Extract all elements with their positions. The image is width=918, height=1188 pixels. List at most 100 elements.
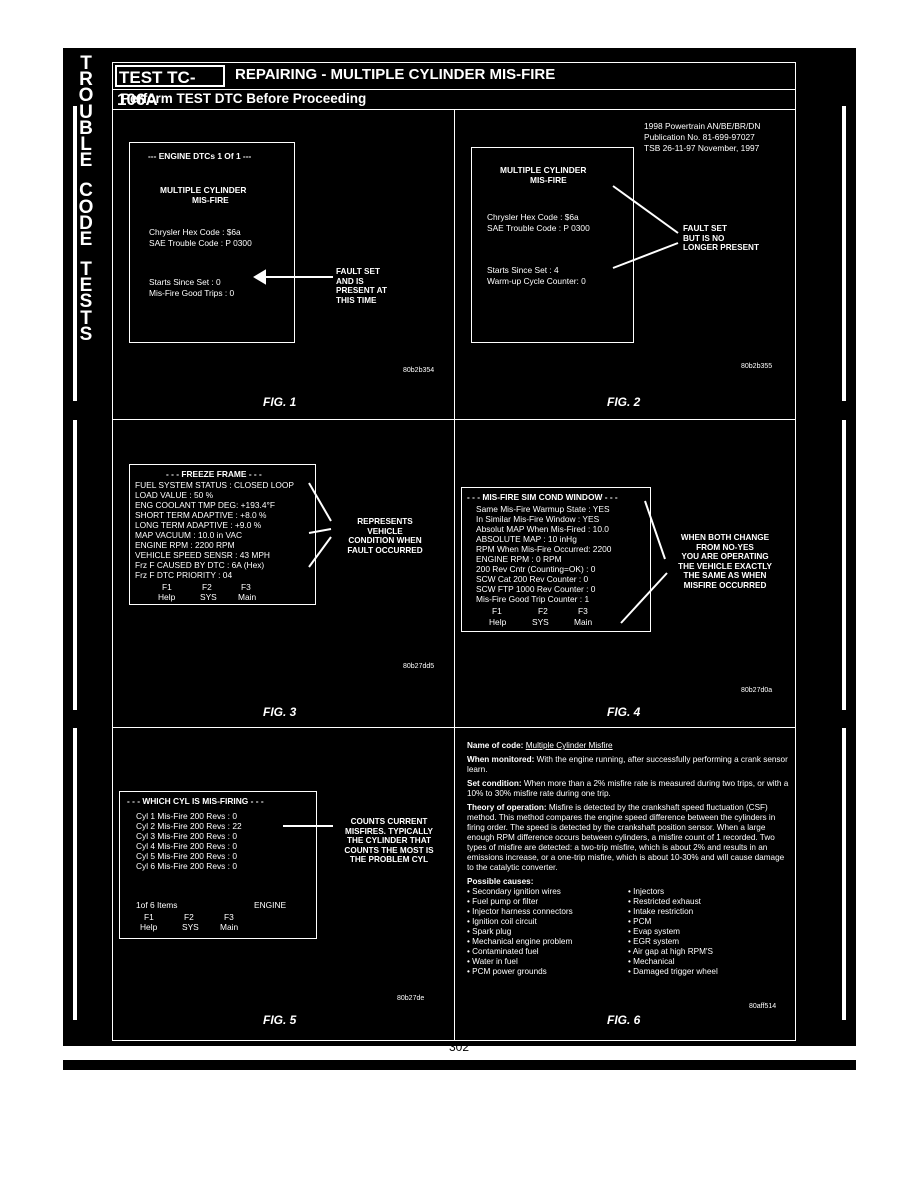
- fig3-screen-title: - - - FREEZE FRAME - - -: [166, 469, 262, 479]
- fig3-image-code: 80b27dd5: [403, 663, 435, 670]
- right-edge-bar: [842, 420, 846, 710]
- fig3-key-label-main: Main: [238, 592, 257, 602]
- list-item: • Damaged trigger wheel: [628, 967, 718, 976]
- fig1-screen-title: --- ENGINE DTCs 1 Of 1 ---: [148, 151, 252, 161]
- fig3-screen-line: MAP VACUUM : 10.0 in VAC: [135, 530, 243, 540]
- fig4-callout-line: FROM NO-YES: [696, 542, 754, 552]
- fig5-screen-line: Cyl 4 Mis-Fire 200 Revs : 0: [136, 841, 237, 851]
- fig4-key-label-main: Main: [574, 617, 593, 627]
- fig2-scan-screen: MULTIPLE CYLINDER MIS-FIRE Chrysler Hex …: [471, 147, 634, 343]
- fig4-screen-title: - - - MIS-FIRE SIM COND WINDOW - - -: [467, 492, 618, 502]
- fig6-theory: Theory of operation: Misfire is detected…: [467, 803, 789, 873]
- fig4-screen-line: ABSOLUTE MAP : 10 inHg: [476, 534, 577, 544]
- fig4-screen-line: SCW FTP 1000 Rev Counter : 0: [476, 584, 596, 594]
- fig2-publication-line: Publication No. 81-699-97027: [644, 132, 755, 142]
- column-divider: [454, 109, 455, 1040]
- side-letter: E: [79, 150, 93, 172]
- fig2-screen-line: Chrysler Hex Code : $6a: [487, 212, 579, 222]
- list-item: • EGR system: [628, 937, 680, 946]
- fig3-screen-line: ENG COOLANT TMP DEG: +193.4°F: [135, 500, 275, 510]
- fig1-callout: FAULT SET AND IS PRESENT AT THIS TIME: [336, 267, 387, 305]
- fig5-callout-line: COUNTS CURRENT: [350, 817, 428, 826]
- fig6-causes-right: • Injectors • Restricted exhaust • Intak…: [628, 887, 789, 977]
- fig5-screen-title: - - - WHICH CYL IS MIS-FIRING - - -: [127, 796, 264, 806]
- fig3-arrow-2: [308, 528, 332, 534]
- fig5-engine-label: ENGINE: [254, 900, 287, 910]
- fig4-key-label-sys: SYS: [532, 617, 549, 627]
- fig2-arrow-upper: [612, 185, 679, 234]
- fig1-arrow-head: [253, 269, 266, 285]
- fig5-key-f1: F1: [144, 912, 154, 922]
- fig6-causes-label: Possible causes:: [467, 877, 534, 886]
- fig6-name-of-code: Name of code: Multiple Cylinder Misfire: [467, 741, 789, 751]
- list-item: • Contaminated fuel: [467, 947, 539, 956]
- fig5-key-label-main: Main: [220, 922, 239, 932]
- fig3-callout-line: REPRESENTS: [357, 517, 413, 526]
- left-edge-bar: [73, 420, 77, 710]
- fig5-key-label-sys: SYS: [182, 922, 199, 932]
- fig3-key-f3: F3: [241, 582, 251, 592]
- fig6-set-condition: Set condition: When more than a 2% misfi…: [467, 779, 789, 799]
- fig6-theory-label: Theory of operation:: [467, 803, 547, 812]
- list-item: • PCM: [628, 917, 652, 926]
- fig3-key-f2: F2: [202, 582, 212, 592]
- fig3-scan-screen: - - - FREEZE FRAME - - - FUEL SYSTEM STA…: [129, 464, 316, 605]
- fig4-screen-line: 200 Rev Cntr (Counting=OK) : 0: [476, 564, 596, 574]
- test-panel: TEST TC-106A REPAIRING - MULTIPLE CYLIND…: [112, 62, 796, 1041]
- row-divider: [113, 419, 795, 420]
- fig4-screen-line: ENGINE RPM : 0 RPM: [476, 554, 562, 564]
- list-item: • Injectors: [628, 887, 665, 896]
- right-edge-bar: [842, 728, 846, 1020]
- fig6-code-description: Name of code: Multiple Cylinder Misfire …: [467, 741, 789, 977]
- fig2-callout-line: FAULT SET: [683, 224, 727, 233]
- fig2-caption: FIG. 2: [607, 395, 641, 409]
- fig5-callout: COUNTS CURRENT MISFIRES. TYPICALLY THE C…: [329, 817, 449, 865]
- fig2-callout-line: BUT IS NO: [683, 233, 725, 243]
- fig5-callout-line: THE CYLINDER THAT: [347, 836, 431, 846]
- list-item: • Mechanical engine problem: [467, 937, 573, 946]
- fig4-screen-line: Absolut MAP When Mis-Fired : 10.0: [476, 524, 609, 534]
- side-letter: S: [79, 323, 93, 345]
- fig6-name-label: Name of code:: [467, 741, 524, 750]
- list-item: • Injector harness connectors: [467, 907, 573, 916]
- fig3-screen-line: FUEL SYSTEM STATUS : CLOSED LOOP: [135, 480, 294, 490]
- side-letter: T: [80, 53, 92, 74]
- bottom-bar: [63, 1060, 856, 1070]
- fig4-callout-line: THE VEHICLE EXACTLY: [678, 561, 772, 571]
- side-letter: O: [78, 85, 94, 107]
- side-tab-trouble-code-tests: T R O U B L E C O D E T E S T S: [63, 53, 109, 345]
- left-edge-bar: [73, 728, 77, 1020]
- fig1-callout-line: AND IS: [336, 276, 364, 286]
- side-letter: T: [80, 259, 92, 281]
- fig5-callout-line: COUNTS THE MOST IS: [344, 845, 434, 855]
- fig5-screen-line: Cyl 3 Mis-Fire 200 Revs : 0: [136, 831, 237, 841]
- fig2-screen-line: SAE Trouble Code : P 0300: [487, 223, 590, 233]
- fig1-screen-line: SAE Trouble Code : P 0300: [149, 238, 252, 248]
- fig4-key-label-help: Help: [489, 617, 507, 627]
- fig1-image-code: 80b2b354: [403, 367, 435, 374]
- fig6-set-label: Set condition:: [467, 779, 522, 788]
- fig2-screen-line: Starts Since Set : 4: [487, 265, 559, 275]
- fig5-callout-line: THE PROBLEM CYL: [349, 855, 429, 865]
- fig5-callout-line: MISFIRES. TYPICALLY: [345, 826, 433, 836]
- fig6-causes-list: • Secondary ignition wires • Fuel pump o…: [467, 887, 789, 977]
- fig1-screen-code-name: MULTIPLE CYLINDER: [160, 185, 247, 195]
- fig4-image-code: 80b27d0a: [741, 687, 773, 694]
- fig3-screen-line: LOAD VALUE : 50 %: [135, 490, 214, 500]
- side-letter: S: [79, 291, 93, 313]
- fig5-caption: FIG. 5: [263, 1013, 297, 1027]
- left-edge-bar: [73, 106, 77, 401]
- fig3-callout-line: CONDITION WHEN: [348, 536, 422, 546]
- fig6-when-monitored: When monitored: With the engine running,…: [467, 755, 789, 775]
- fig5-items-count: 1of 6 Items: [136, 900, 178, 910]
- fig4-arrow-lower: [620, 572, 668, 624]
- list-item: • Spark plug: [467, 927, 512, 936]
- fig3-callout-line: FAULT OCCURRED: [347, 545, 423, 555]
- fig2-publication-line: TSB 26-11-97 November, 1997: [644, 143, 760, 153]
- fig1-callout-line: PRESENT AT: [336, 286, 387, 296]
- fig6-theory-value: Misfire is detected by the crankshaft sp…: [467, 803, 785, 872]
- fig3-screen-line: Frz F CAUSED BY DTC : 6A (Hex): [135, 560, 265, 570]
- fig5-key-label-help: Help: [140, 922, 158, 932]
- test-title: REPAIRING - MULTIPLE CYLINDER MIS-FIRE: [235, 66, 556, 83]
- list-item: • Water in fuel: [467, 957, 518, 966]
